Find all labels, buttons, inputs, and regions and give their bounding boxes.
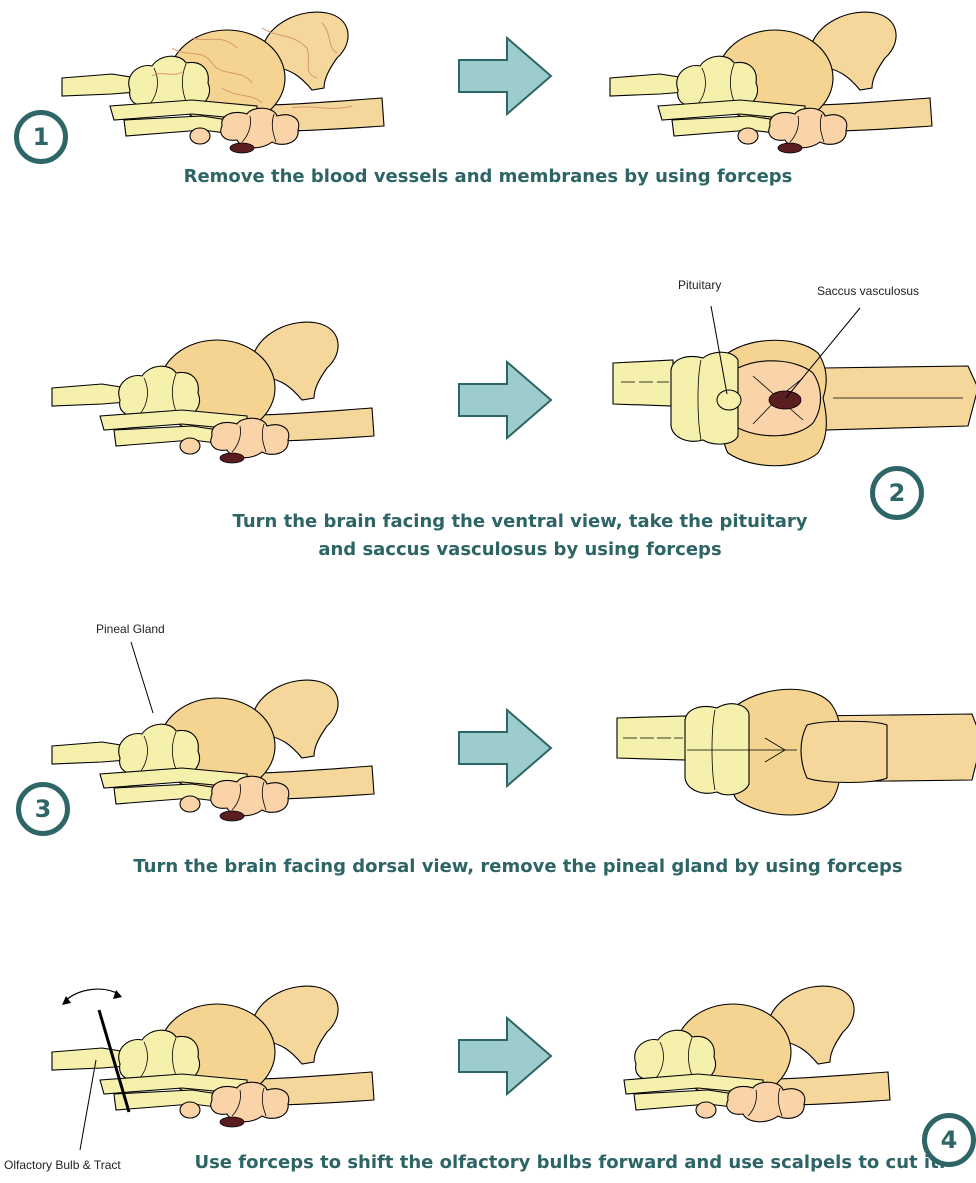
olfactory-bulb-label: Olfactory Bulb & Tract	[4, 1158, 121, 1172]
step3-arrow-icon	[459, 710, 551, 786]
step3-badge: 3	[16, 782, 70, 836]
step4-brain-side	[52, 986, 374, 1127]
step2-caption-line1: Turn the brain facing the ventral view, …	[0, 511, 976, 532]
step4-arrow-icon	[459, 1018, 551, 1094]
step2-brain-side	[52, 322, 374, 463]
double-headed-curved-arrow-icon	[62, 989, 122, 1005]
step4-brain-after	[624, 986, 890, 1122]
step3-caption: Turn the brain facing dorsal view, remov…	[0, 856, 976, 877]
olfactory-leader-line	[80, 1060, 96, 1150]
step2-badge: 2	[870, 466, 924, 520]
pineal-gland-label: Pineal Gland	[96, 622, 165, 636]
step3-brain-side	[52, 680, 374, 821]
saccus-vasculosus-label: Saccus vasculosus	[817, 284, 919, 298]
step1-caption: Remove the blood vessels and membranes b…	[0, 166, 976, 187]
pituitary-label: Pituitary	[678, 278, 721, 292]
step1-brain-before	[62, 12, 384, 153]
step1-badge: 1	[14, 110, 68, 164]
step4-caption: Use forceps to shift the olfactory bulbs…	[170, 1152, 970, 1173]
step2-arrow-icon	[459, 362, 551, 438]
step2-caption-line2: and saccus vasculosus by using forceps	[0, 539, 976, 560]
step3-brain-dorsal	[617, 689, 976, 815]
step1-arrow-icon	[459, 38, 551, 114]
step2-brain-ventral	[613, 340, 976, 466]
pineal-leader-line	[131, 642, 153, 713]
step1-brain-after	[610, 12, 932, 153]
step4-badge: 4	[922, 1113, 976, 1167]
